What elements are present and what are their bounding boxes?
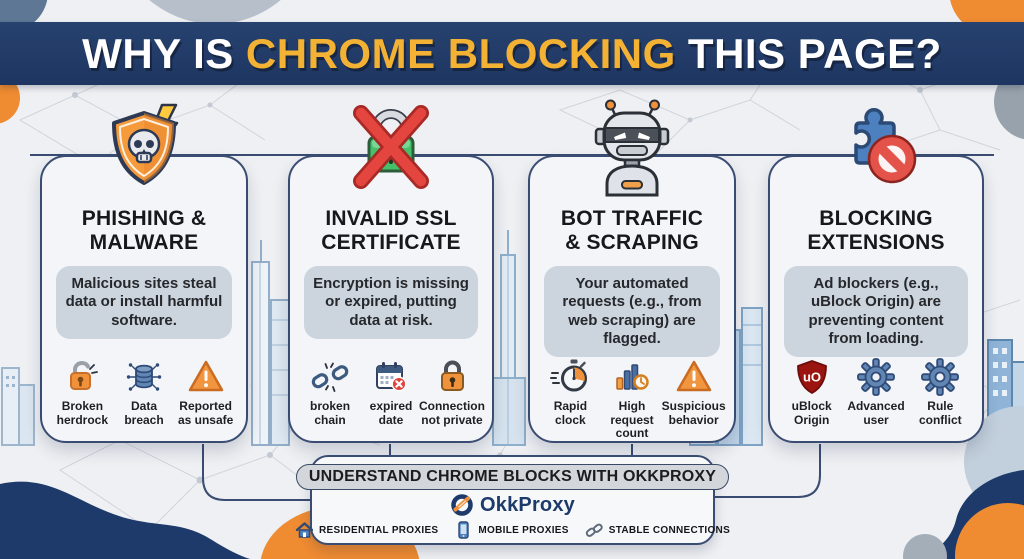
feature-item: Suspicious behavior <box>662 357 726 440</box>
footer-headline-pill: UNDERSTAND CHROME BLOCKS WITH OKKPROXY <box>295 464 730 490</box>
chain-link-icon <box>585 521 604 539</box>
card-title: INVALID SSL CERTIFICATE <box>321 207 461 254</box>
okkproxy-logo-icon <box>450 493 474 517</box>
card-description: Ad blockers (e.g., uBlock Origin) are pr… <box>784 266 968 358</box>
feature-item: Advanced user <box>844 357 907 427</box>
orange-lock-icon <box>432 357 472 397</box>
stopwatch-icon <box>550 357 590 397</box>
feature-row: uO uBlock Origin <box>778 357 974 427</box>
shield-skull-icon <box>96 99 192 199</box>
title-part2: THIS PAGE? <box>675 29 942 77</box>
brand-row: OkkProxy <box>450 493 575 517</box>
card-invalid-ssl: INVALID SSL CERTIFICATE Encryption is mi… <box>288 105 494 443</box>
feature-item: broken chain <box>300 357 360 427</box>
feature-item: Reported as unsafe <box>175 357 236 427</box>
card-blocking-extensions: BLOCKING EXTENSIONS Ad blockers (e.g., u… <box>768 107 984 443</box>
data-breach-icon <box>124 357 164 397</box>
feature-item: Connection not private <box>419 357 485 427</box>
card-title: BLOCKING EXTENSIONS <box>807 207 945 254</box>
feature-item: Broken herdrock <box>52 357 113 427</box>
feature-item: expired date <box>361 357 421 427</box>
warning-triangle-icon <box>674 357 714 397</box>
card-description: Encryption is missing or expired, puttin… <box>304 266 478 339</box>
footer-feature: MOBILE PROXIES <box>454 521 568 539</box>
house-icon <box>295 521 314 539</box>
blocked-puzzle-icon <box>826 99 926 197</box>
card-title: BOT TRAFFIC & SCRAPING <box>560 207 704 254</box>
card-phishing-malware: PHISHING & MALWARE Malicious sites steal… <box>40 103 248 443</box>
header-banner: WHY IS CHROME BLOCKING THIS PAGE? <box>0 22 1024 85</box>
feature-item: Rule conflict <box>909 357 972 427</box>
feature-row: broken chain <box>298 357 485 427</box>
card-bot-traffic: BOT TRAFFIC & SCRAPING Your automated re… <box>528 99 736 443</box>
feature-item: Data breach <box>114 357 175 427</box>
broken-padlock-icon <box>62 357 102 397</box>
svg-text:uO: uO <box>803 370 821 385</box>
title-highlight: CHROME BLOCKING <box>245 29 676 77</box>
title-part1: WHY IS <box>82 29 246 77</box>
card-description: Malicious sites steal data or install ha… <box>56 266 232 339</box>
feature-item: High request count <box>602 357 663 440</box>
card-title: PHISHING & MALWARE <box>81 207 207 254</box>
warning-triangle-icon <box>186 357 226 397</box>
broken-chain-icon <box>310 357 350 397</box>
feature-row: Rapid clock High request count <box>538 357 726 440</box>
brand-name: OkkProxy <box>480 493 575 516</box>
footer-feature: RESIDENTIAL PROXIES <box>295 521 438 539</box>
invalid-ssl-lock-icon <box>343 99 439 195</box>
gear-icon <box>920 357 960 397</box>
feature-row: Broken herdrock <box>50 357 238 427</box>
card-description: Your automated requests (e.g., from web … <box>544 266 720 358</box>
phone-icon <box>454 521 473 539</box>
masked-robot-icon <box>577 99 687 199</box>
feature-item: uO uBlock Origin <box>780 357 843 427</box>
footer-feature: STABLE CONNECTIONS <box>585 521 730 539</box>
request-chart-icon <box>612 357 652 397</box>
feature-item: Rapid clock <box>540 357 601 440</box>
ublock-shield-icon: uO <box>792 357 832 397</box>
page-title: WHY IS CHROME BLOCKING THIS PAGE? <box>82 30 942 78</box>
gear-icon <box>856 357 896 397</box>
footer-feature-row: RESIDENTIAL PROXIES MOBILE PROXIES <box>295 521 730 539</box>
expired-calendar-icon <box>371 357 411 397</box>
footer-banner: UNDERSTAND CHROME BLOCKS WITH OKKPROXY O… <box>295 455 730 545</box>
